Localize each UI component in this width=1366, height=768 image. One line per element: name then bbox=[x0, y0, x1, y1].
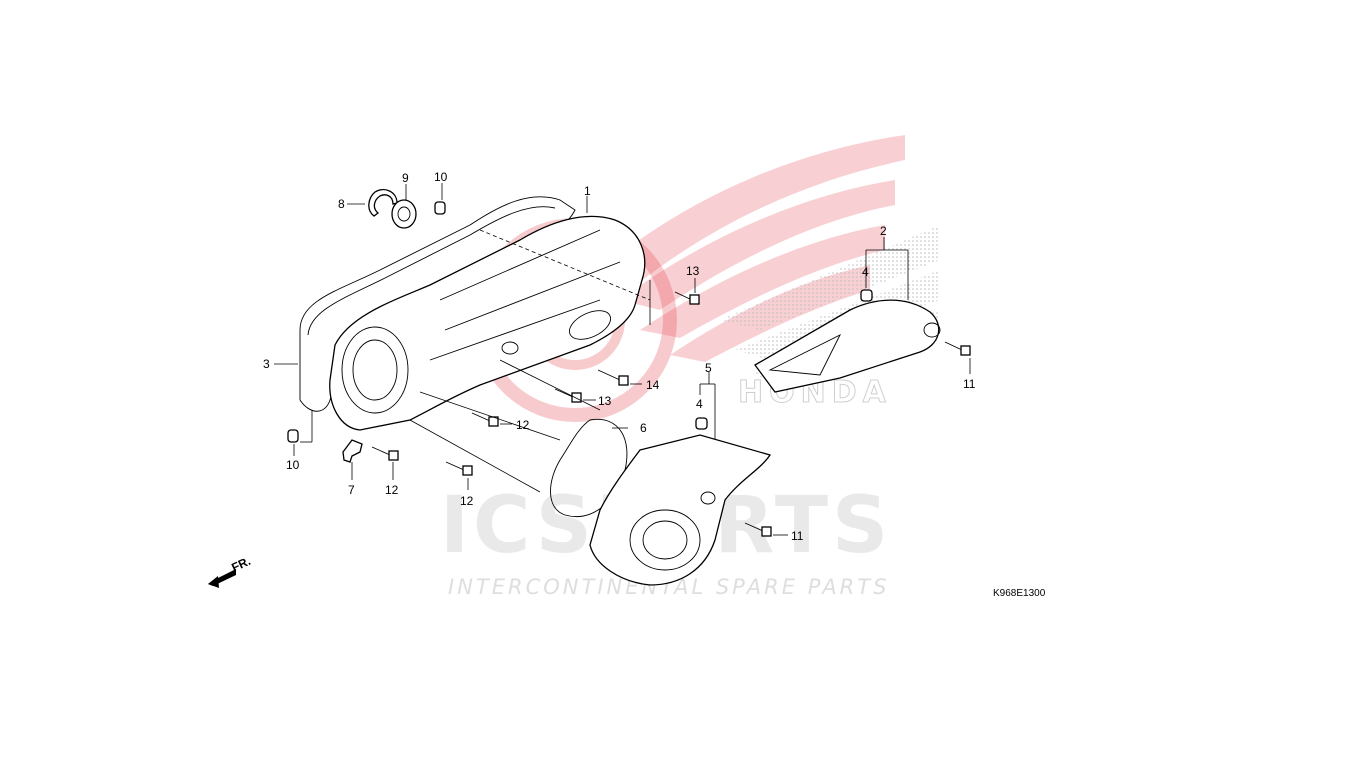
bolt-part-12-left bbox=[371, 446, 399, 461]
upper-shield-part-2 bbox=[754, 299, 940, 393]
lower-cover-ring bbox=[629, 509, 701, 571]
bearing-part-9 bbox=[391, 199, 417, 229]
callout-6: 6 bbox=[640, 421, 647, 435]
callout-9: 9 bbox=[402, 171, 409, 185]
callout-14: 14 bbox=[646, 378, 660, 392]
bolt-part-14 bbox=[597, 369, 629, 386]
clutch-opening-inner bbox=[352, 339, 398, 401]
diagram-code: K968E1300 bbox=[993, 588, 1046, 599]
upper-shield-fin bbox=[768, 333, 842, 376]
lower-cover-hole bbox=[700, 491, 716, 505]
bolt-part-12-mid bbox=[471, 412, 499, 427]
gasket-part-3-inner bbox=[307, 206, 556, 336]
cover-rib bbox=[429, 229, 621, 361]
callout-13-mid: 13 bbox=[598, 394, 612, 408]
callout-4-lower: 4 bbox=[696, 397, 703, 411]
callout-12-bottom: 12 bbox=[460, 494, 474, 508]
callout-11-upper: 11 bbox=[963, 377, 976, 391]
callout-5: 5 bbox=[705, 361, 712, 375]
lower-cover-ring-inner bbox=[642, 520, 688, 560]
seal-part-6 bbox=[550, 418, 628, 517]
bolt-part-11-lower bbox=[744, 522, 772, 537]
callout-12-left: 12 bbox=[385, 483, 399, 497]
front-label: FR. bbox=[229, 554, 252, 575]
dowel-pin-part-10-top bbox=[434, 201, 446, 215]
callout-4-upper: 4 bbox=[862, 265, 869, 279]
circlip-part-8 bbox=[368, 188, 398, 217]
upper-shield-hole bbox=[923, 322, 941, 338]
callout-13-top: 13 bbox=[686, 264, 700, 278]
clamp-part-7 bbox=[342, 439, 363, 463]
callout-8: 8 bbox=[338, 197, 345, 211]
callout-1: 1 bbox=[584, 184, 591, 198]
bolt-part-13-top bbox=[674, 291, 700, 305]
callout-10-top: 10 bbox=[434, 170, 448, 184]
dowel-pin-part-10-bottom bbox=[287, 429, 299, 443]
cover-emblem bbox=[568, 310, 612, 340]
leader-lines bbox=[274, 183, 971, 536]
callout-2: 2 bbox=[880, 224, 887, 238]
callout-11-lower: 11 bbox=[791, 529, 804, 543]
callout-10-bottom: 10 bbox=[286, 458, 300, 472]
left-crankcase-cover-part-1 bbox=[329, 215, 646, 431]
front-direction-indicator: FR. bbox=[208, 554, 253, 588]
clutch-opening bbox=[341, 326, 409, 414]
lower-cover-part-5 bbox=[589, 434, 772, 586]
nut-part-4-upper bbox=[860, 289, 873, 302]
bolt-part-12-bottom bbox=[445, 461, 473, 476]
nut-part-4-lower bbox=[695, 417, 708, 430]
cover-hole bbox=[501, 341, 519, 355]
bolt-part-11-upper bbox=[944, 341, 971, 356]
callout-12-mid: 12 bbox=[516, 418, 530, 432]
callout-7: 7 bbox=[348, 483, 355, 497]
callout-3: 3 bbox=[263, 357, 270, 371]
bolt-part-13-mid bbox=[554, 388, 582, 403]
